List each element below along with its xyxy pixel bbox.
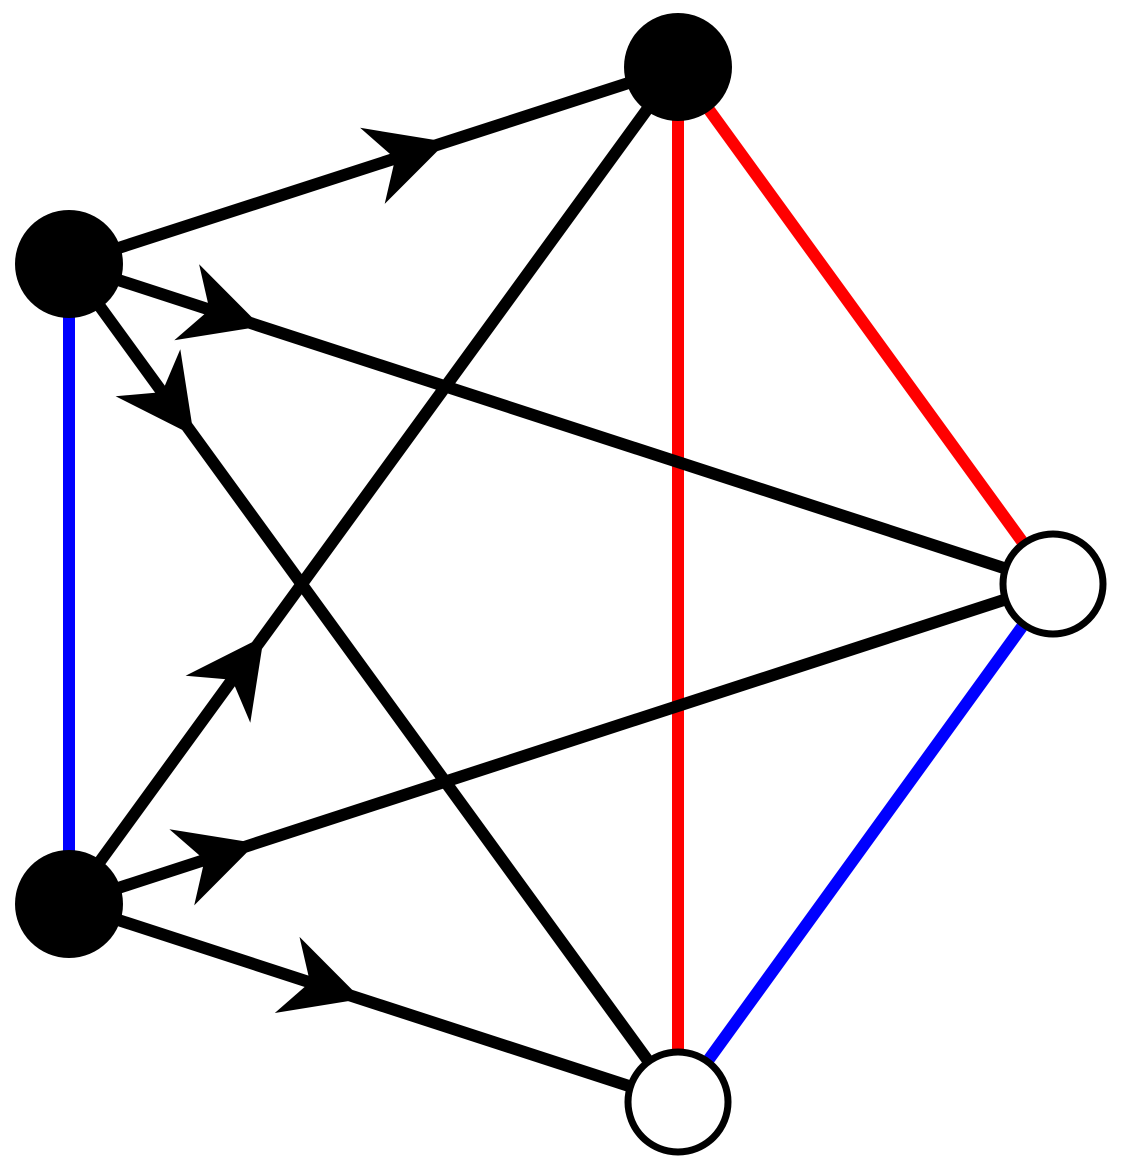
edge-A-B: [67, 61, 680, 270]
arrowhead-A-D: [115, 349, 194, 436]
arrowhead-E-B: [185, 636, 264, 723]
edge-E-B: [64, 63, 683, 908]
node-B: [624, 13, 732, 121]
node-D: [624, 1048, 732, 1156]
edge-A-D: [64, 260, 683, 1106]
arrowhead-A-B: [360, 127, 447, 204]
arrowheads: [115, 127, 447, 1013]
nodes: [15, 13, 1107, 1156]
edge-E-D: [67, 898, 680, 1108]
node-E: [15, 850, 123, 958]
node-A: [15, 210, 123, 318]
edges: [63, 61, 1058, 1108]
arrowhead-E-D: [274, 936, 362, 1013]
edge-C-D: [673, 580, 1058, 1106]
node-C: [999, 530, 1107, 638]
edge-B-C: [673, 63, 1058, 588]
arrowhead-E-C: [169, 829, 256, 906]
arrowhead-A-C: [174, 264, 261, 341]
